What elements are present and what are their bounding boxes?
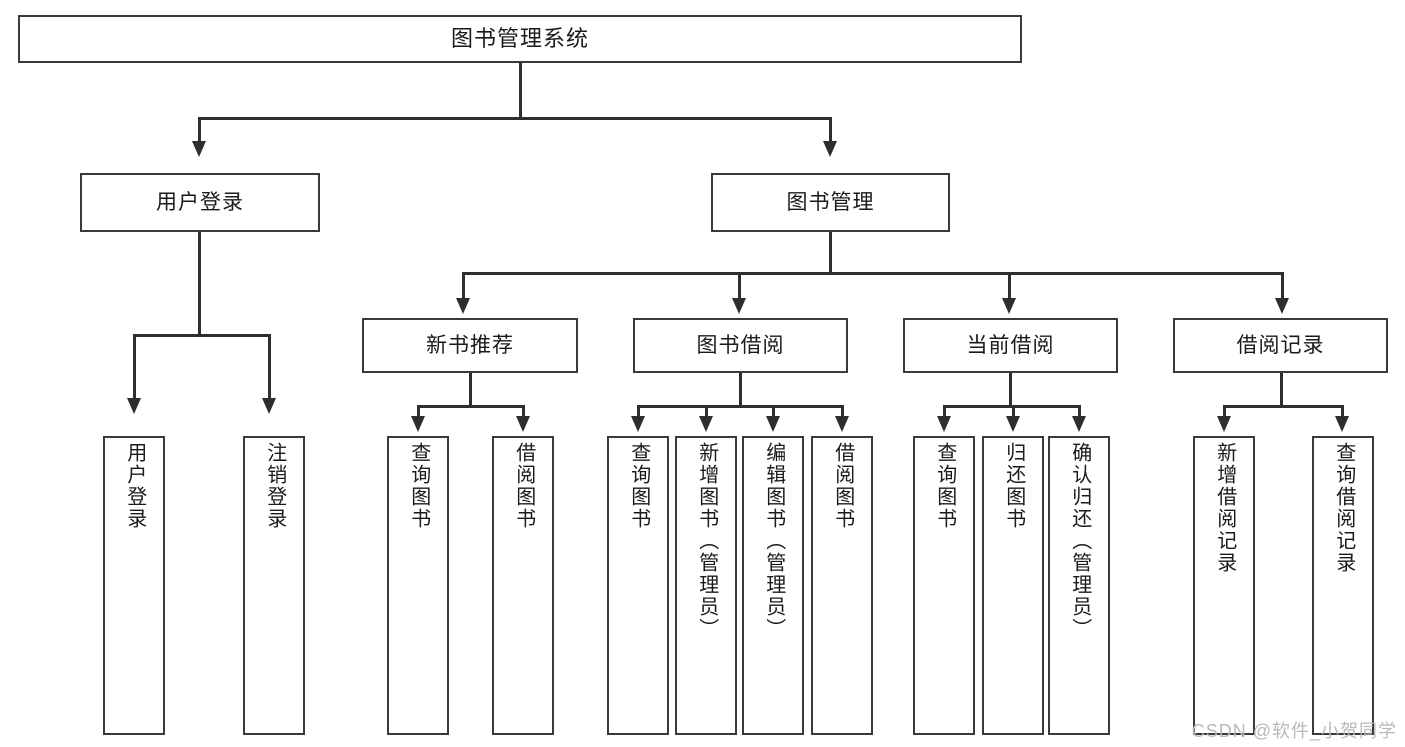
arrow-to-leaf-borrow-book-1 xyxy=(516,416,530,432)
edge-borrow-record-stem xyxy=(1280,373,1283,407)
node-leaf-edit-book[interactable]: 编辑图书（管理员） xyxy=(742,436,804,735)
edge-to-leaf-user-login xyxy=(133,334,136,400)
node-leaf-borrow-book-1[interactable]: 借阅图书 xyxy=(492,436,554,735)
node-leaf-query-book-1-label: 查询图书 xyxy=(407,442,430,530)
node-leaf-add-record-label: 新增借阅记录 xyxy=(1213,442,1236,574)
arrow-to-leaf-confirm-return xyxy=(1072,416,1086,432)
arrow-to-leaf-query-record xyxy=(1335,416,1349,432)
edge-to-borrow-record xyxy=(1281,272,1284,300)
edge-borrow-record-bus xyxy=(1223,405,1343,408)
node-leaf-query-record-label: 查询借阅记录 xyxy=(1332,442,1355,574)
arrow-to-borrow-record xyxy=(1275,298,1289,314)
node-leaf-borrow-book-1-label: 借阅图书 xyxy=(512,442,535,530)
node-leaf-borrow-book-2-label: 借阅图书 xyxy=(831,442,854,530)
edge-root-stem xyxy=(519,63,522,117)
edge-to-leaf-return-book xyxy=(1012,405,1015,418)
node-root-label: 图书管理系统 xyxy=(450,25,589,51)
node-leaf-query-book-3-label: 查询图书 xyxy=(933,442,956,530)
node-borrow-record[interactable]: 借阅记录 xyxy=(1173,318,1388,373)
edge-to-user-login xyxy=(198,117,201,143)
node-user-login-label: 用户登录 xyxy=(156,190,244,214)
edge-to-leaf-query-book-3 xyxy=(943,405,946,418)
node-borrow-record-label: 借阅记录 xyxy=(1236,333,1325,357)
arrow-to-leaf-edit-book xyxy=(766,416,780,432)
arrow-to-leaf-borrow-book-2 xyxy=(835,416,849,432)
edge-to-leaf-logout xyxy=(268,334,271,400)
node-leaf-user-login[interactable]: 用户登录 xyxy=(103,436,165,735)
arrow-to-leaf-query-book-2 xyxy=(631,416,645,432)
edge-to-leaf-query-book-2 xyxy=(637,405,640,418)
node-leaf-add-book-label: 新增图书（管理员） xyxy=(695,442,718,640)
edge-to-leaf-borrow-book-2 xyxy=(841,405,844,418)
node-book-borrow[interactable]: 图书借阅 xyxy=(633,318,848,373)
arrow-to-leaf-add-book xyxy=(699,416,713,432)
edge-to-leaf-edit-book xyxy=(772,405,775,418)
arrow-to-user-login xyxy=(192,141,206,157)
arrow-to-leaf-query-book-1 xyxy=(411,416,425,432)
edge-user-login-bus xyxy=(133,334,270,337)
edge-to-new-book-rec xyxy=(462,272,465,300)
edge-to-leaf-add-record xyxy=(1223,405,1226,418)
node-leaf-return-book[interactable]: 归还图书 xyxy=(982,436,1044,735)
arrow-to-leaf-logout xyxy=(262,398,276,414)
node-leaf-user-login-label: 用户登录 xyxy=(123,442,146,530)
edge-new-book-rec-bus xyxy=(417,405,525,408)
node-leaf-return-book-label: 归还图书 xyxy=(1002,442,1025,530)
edge-book-manage-stem xyxy=(829,232,832,274)
node-leaf-edit-book-label: 编辑图书（管理员） xyxy=(762,442,785,640)
node-new-book-rec[interactable]: 新书推荐 xyxy=(362,318,578,373)
node-user-login[interactable]: 用户登录 xyxy=(80,173,320,232)
edge-to-leaf-query-book-1 xyxy=(417,405,420,418)
edge-to-leaf-add-book xyxy=(705,405,708,418)
arrow-to-leaf-add-record xyxy=(1217,416,1231,432)
node-leaf-confirm-return[interactable]: 确认归还（管理员） xyxy=(1048,436,1110,735)
node-leaf-logout[interactable]: 注销登录 xyxy=(243,436,305,735)
node-book-borrow-label: 图书借阅 xyxy=(696,333,785,357)
arrow-to-current-borrow xyxy=(1002,298,1016,314)
edge-book-borrow-stem xyxy=(739,373,742,407)
node-book-manage-label: 图书管理 xyxy=(786,190,875,214)
node-leaf-query-book-1[interactable]: 查询图书 xyxy=(387,436,449,735)
edge-to-book-borrow xyxy=(738,272,741,300)
edge-user-login-stem xyxy=(198,232,201,336)
node-leaf-borrow-book-2[interactable]: 借阅图书 xyxy=(811,436,873,735)
edge-level1-bus xyxy=(198,117,832,120)
node-new-book-rec-label: 新书推荐 xyxy=(426,333,514,357)
node-leaf-logout-label: 注销登录 xyxy=(263,442,286,530)
node-leaf-add-record[interactable]: 新增借阅记录 xyxy=(1193,436,1255,735)
node-current-borrow[interactable]: 当前借阅 xyxy=(903,318,1118,373)
node-leaf-add-book[interactable]: 新增图书（管理员） xyxy=(675,436,737,735)
edge-current-borrow-stem xyxy=(1009,373,1012,407)
edge-book-borrow-bus xyxy=(637,405,844,408)
node-leaf-query-book-2-label: 查询图书 xyxy=(627,442,650,530)
node-root[interactable]: 图书管理系统 xyxy=(18,15,1022,63)
node-book-manage[interactable]: 图书管理 xyxy=(711,173,950,232)
arrow-to-book-borrow xyxy=(732,298,746,314)
arrow-to-new-book-rec xyxy=(456,298,470,314)
arrow-to-book-manage xyxy=(823,141,837,157)
watermark-text: CSDN @软件_小贺同学 xyxy=(1191,721,1397,741)
edge-to-book-manage xyxy=(829,117,832,143)
edge-to-leaf-borrow-book-1 xyxy=(522,405,525,418)
node-leaf-confirm-return-label: 确认归还（管理员） xyxy=(1068,442,1091,640)
node-current-borrow-label: 当前借阅 xyxy=(966,333,1055,357)
node-leaf-query-book-3[interactable]: 查询图书 xyxy=(913,436,975,735)
edge-to-leaf-query-record xyxy=(1341,405,1344,418)
arrow-to-leaf-return-book xyxy=(1006,416,1020,432)
edge-to-current-borrow xyxy=(1008,272,1011,300)
arrow-to-leaf-query-book-3 xyxy=(937,416,951,432)
node-leaf-query-book-2[interactable]: 查询图书 xyxy=(607,436,669,735)
arrow-to-leaf-user-login xyxy=(127,398,141,414)
edge-new-book-rec-stem xyxy=(469,373,472,407)
edge-to-leaf-confirm-return xyxy=(1078,405,1081,418)
edge-book-manage-bus xyxy=(462,272,1284,275)
node-leaf-query-record[interactable]: 查询借阅记录 xyxy=(1312,436,1374,735)
